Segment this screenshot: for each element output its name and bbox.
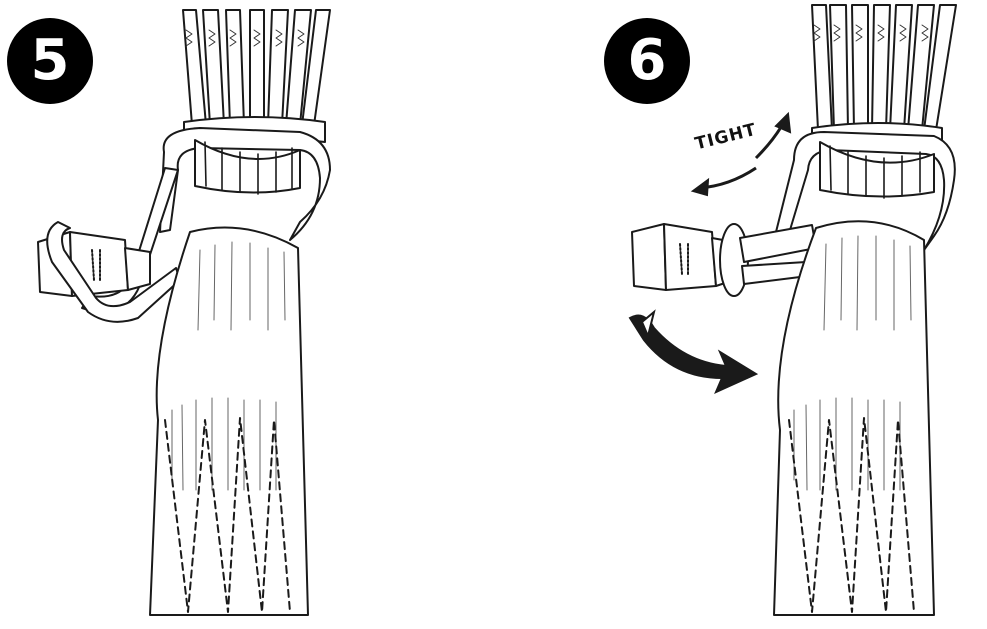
step-5-panel: 5 (0, 0, 493, 629)
strands (183, 10, 330, 125)
step-6-illustration (494, 0, 987, 629)
pull-arrow (630, 312, 756, 392)
side-strap (740, 225, 816, 262)
step-6-panel: 6 TIGHT (494, 0, 987, 629)
buckle (632, 224, 734, 290)
step-5-badge: 5 (7, 18, 93, 104)
strands (812, 5, 956, 130)
step-6-badge: 6 (604, 18, 690, 104)
